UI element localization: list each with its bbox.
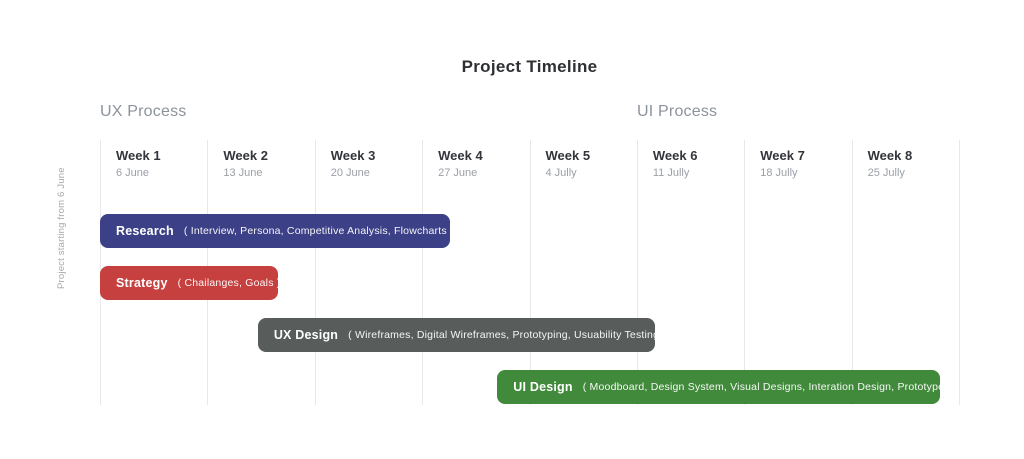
week-column-6: Week 6 11 Jully: [637, 148, 698, 179]
timeline-grid: Week 1 6 June Week 2 13 June Week 3 20 J…: [100, 140, 960, 405]
grid-line: [314, 140, 316, 405]
week-date: 27 June: [438, 167, 478, 179]
task-name: Research: [116, 224, 174, 238]
week-column-4: Week 4 27 June: [422, 148, 483, 179]
week-column-5: Week 5 4 Jully: [530, 148, 591, 179]
week-date: 6 June: [116, 167, 150, 179]
week-column-2: Week 2 13 June: [207, 148, 268, 179]
task-details: ( Chailanges, Goals ): [177, 277, 279, 289]
grid-line: [959, 140, 960, 405]
task-bar-research: Research ( Interview, Persona, Competiti…: [100, 214, 451, 248]
week-column-8: Week 8 25 Jully: [852, 148, 913, 179]
week-column-3: Week 3 20 June: [315, 148, 376, 179]
grid-line: [744, 140, 746, 405]
week-label: Week 5: [545, 148, 591, 163]
task-details: ( Moodboard, Design System, Visual Desig…: [582, 381, 940, 393]
task-details: ( Interview, Persona, Competitive Analys…: [183, 225, 451, 237]
week-date: 13 June: [223, 167, 263, 179]
grid-line: [422, 140, 424, 405]
week-label: Week 6: [652, 148, 698, 163]
task-bar-ui-design: UI Design ( Moodboard, Design System, Vi…: [497, 370, 940, 404]
week-column-7: Week 7 18 Jully: [744, 148, 805, 179]
grid-line: [636, 140, 638, 405]
week-date: 18 Jully: [760, 167, 798, 179]
task-name: Strategy: [116, 276, 168, 290]
week-date: 4 Jully: [545, 167, 577, 179]
task-bar-strategy: Strategy ( Chailanges, Goals ): [100, 266, 279, 300]
week-date: 11 Jully: [652, 167, 690, 179]
section-header-ui-process: UI Process: [637, 103, 718, 120]
week-label: Week 7: [760, 148, 805, 163]
task-details: ( Wireframes, Digital Wireframes, Protot…: [348, 329, 656, 341]
task-name: UI Design: [513, 380, 573, 394]
week-label: Week 1: [116, 148, 161, 163]
section-header-ux-process: UX Process: [100, 103, 187, 120]
week-label: Week 3: [330, 148, 376, 163]
page-title: Project Timeline: [461, 57, 598, 76]
week-date: 25 Jully: [867, 167, 905, 179]
week-column-1: Week 1 6 June: [100, 148, 161, 179]
week-label: Week 4: [438, 148, 483, 163]
week-label: Week 8: [867, 148, 913, 163]
grid-line: [851, 140, 853, 405]
week-label: Week 2: [223, 148, 268, 163]
y-axis-label: Project starting from 6 June: [56, 167, 67, 289]
task-name: UX Design: [273, 328, 339, 342]
task-bar-ux-design: UX Design ( Wireframes, Digital Wirefram…: [257, 318, 656, 352]
week-date: 20 June: [330, 167, 370, 179]
grid-line: [529, 140, 531, 405]
